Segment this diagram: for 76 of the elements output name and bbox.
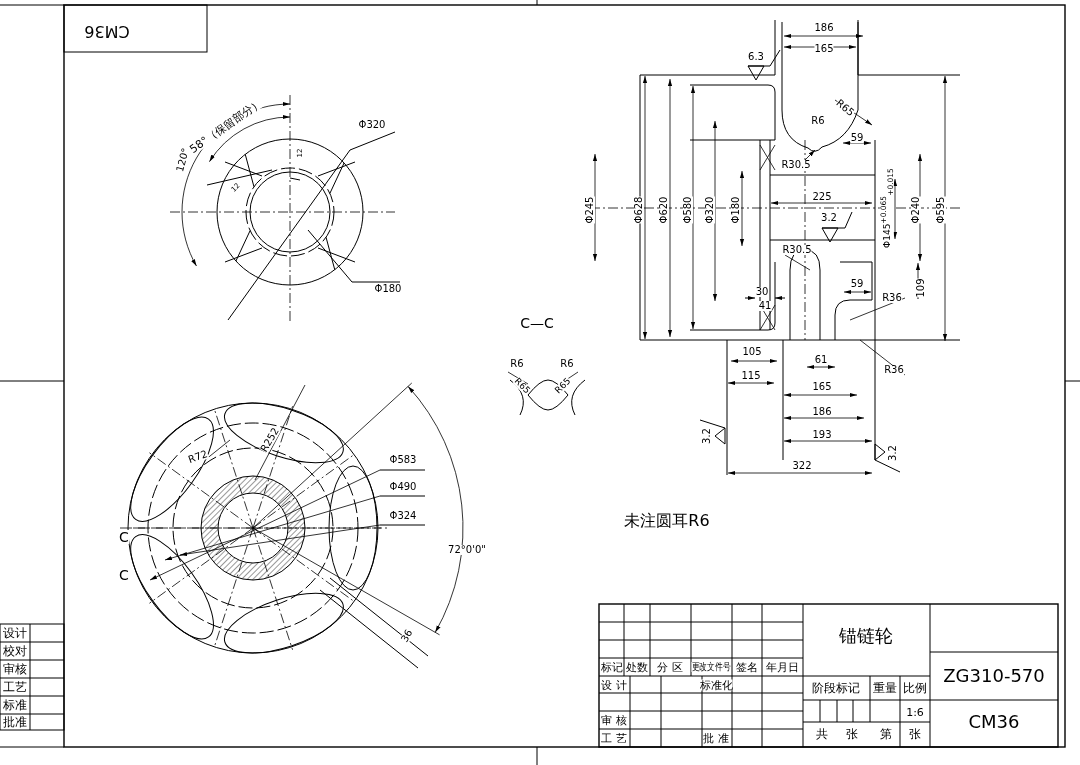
dimension-label: 186 — [812, 407, 832, 417]
dimension-label: Φ245 — [585, 196, 595, 224]
title-block-label: 阶段标记 — [812, 682, 860, 694]
scale-value: 1:6 — [906, 706, 924, 718]
dimension-label: Φ180 — [374, 284, 402, 294]
title-block-label: 标准 — [3, 699, 27, 711]
dimension-label: 59 — [850, 133, 864, 143]
title-block-label: 校对 — [3, 645, 27, 657]
material-label: ZG310-570 — [943, 667, 1045, 685]
dimension-label: 105 — [742, 347, 762, 357]
section-label: C — [119, 568, 129, 582]
dimension-label: 193 — [812, 430, 832, 440]
dimension-label: Φ324 — [389, 511, 417, 521]
title-block-label: 分 区 — [657, 661, 683, 673]
dimension-label: R30.5 — [781, 160, 811, 170]
title-block-label: 处数 — [626, 661, 648, 673]
note-text: 未注圆耳R6 — [624, 513, 710, 529]
dimension-label: Φ580 — [683, 196, 693, 224]
part-name: 锚链轮 — [839, 627, 893, 645]
drawing-number: CM36 — [968, 713, 1020, 731]
title-block-label: 标记 — [601, 661, 623, 673]
section-label: C — [119, 530, 129, 544]
dimension-label: Φ180 — [731, 196, 741, 224]
dimension-label: 59 — [850, 279, 864, 289]
dimension-label: 3.2 — [888, 445, 898, 461]
title-block-label: 张 — [909, 728, 921, 740]
title-block-label: 第 — [880, 728, 892, 740]
dimension-label: R65 — [834, 97, 856, 119]
title-block-label: 签名 — [736, 661, 758, 673]
dimension-label: 6.3 — [748, 52, 764, 62]
dimension-label: 41 — [758, 301, 772, 311]
title-block-label: 工 艺 — [601, 732, 627, 744]
title-block-label: 设计 — [3, 627, 27, 639]
dimension-label: Φ320 — [358, 120, 386, 130]
dimension-label: 186 — [814, 23, 834, 33]
dimension-label: 115 — [741, 371, 761, 381]
title-block-label: 批准 — [3, 716, 27, 728]
title-block-label: 审 核 — [601, 714, 627, 726]
title-block-label: 工艺 — [3, 681, 27, 693]
dimension-label: 225 — [812, 192, 832, 202]
dimension-label: Φ583 — [389, 455, 417, 465]
dimension-label: R36 — [882, 293, 902, 303]
dimension-label: 322 — [792, 461, 812, 471]
dimension-label: 36 — [399, 628, 415, 644]
title-block-label: 标准化 — [699, 679, 733, 691]
title-block-label: 设 计 — [601, 679, 627, 691]
dimension-label: R30.5 — [782, 245, 812, 255]
title-block-label: 更改文件号 — [691, 662, 731, 672]
title-block-label: 年月日 — [765, 661, 799, 673]
section-label: C—C — [520, 316, 554, 330]
drawing-number: CM36 — [84, 23, 130, 39]
title-block-label: 重量 — [873, 682, 897, 694]
dimension-label: R72 — [187, 448, 209, 466]
dimension-label: 165 — [812, 382, 832, 392]
dimension-label: Φ628 — [634, 196, 644, 224]
dimension-label: 165 — [814, 44, 834, 54]
dimension-label: R6 — [510, 359, 524, 369]
title-block-label: 张 — [846, 728, 858, 740]
title-block-label: 审核 — [3, 663, 27, 675]
dimension-label: 72°0'0" — [448, 545, 486, 555]
title-block-label: 批 准 — [703, 732, 729, 744]
dimension-label: 3.2 — [702, 428, 712, 444]
dimension-label: Φ490 — [389, 482, 417, 492]
dimension-label: Φ240 — [911, 196, 921, 224]
dimension-label: R36 — [884, 365, 904, 375]
dimension-label: R6 — [560, 359, 574, 369]
dimension-label: Φ620 — [659, 196, 669, 224]
dimension-label: Φ320 — [705, 196, 715, 224]
dimension-label: 30 — [755, 287, 769, 297]
dimension-label: 61 — [814, 355, 828, 365]
dimension-label: Φ595 — [936, 196, 946, 224]
dimension-label: R6 — [811, 116, 825, 126]
title-block-label: 比例 — [903, 682, 927, 694]
dimension-label: 109 — [916, 278, 926, 298]
title-block-label: 共 — [816, 728, 828, 740]
dimension-label: 3.2 — [821, 213, 837, 223]
